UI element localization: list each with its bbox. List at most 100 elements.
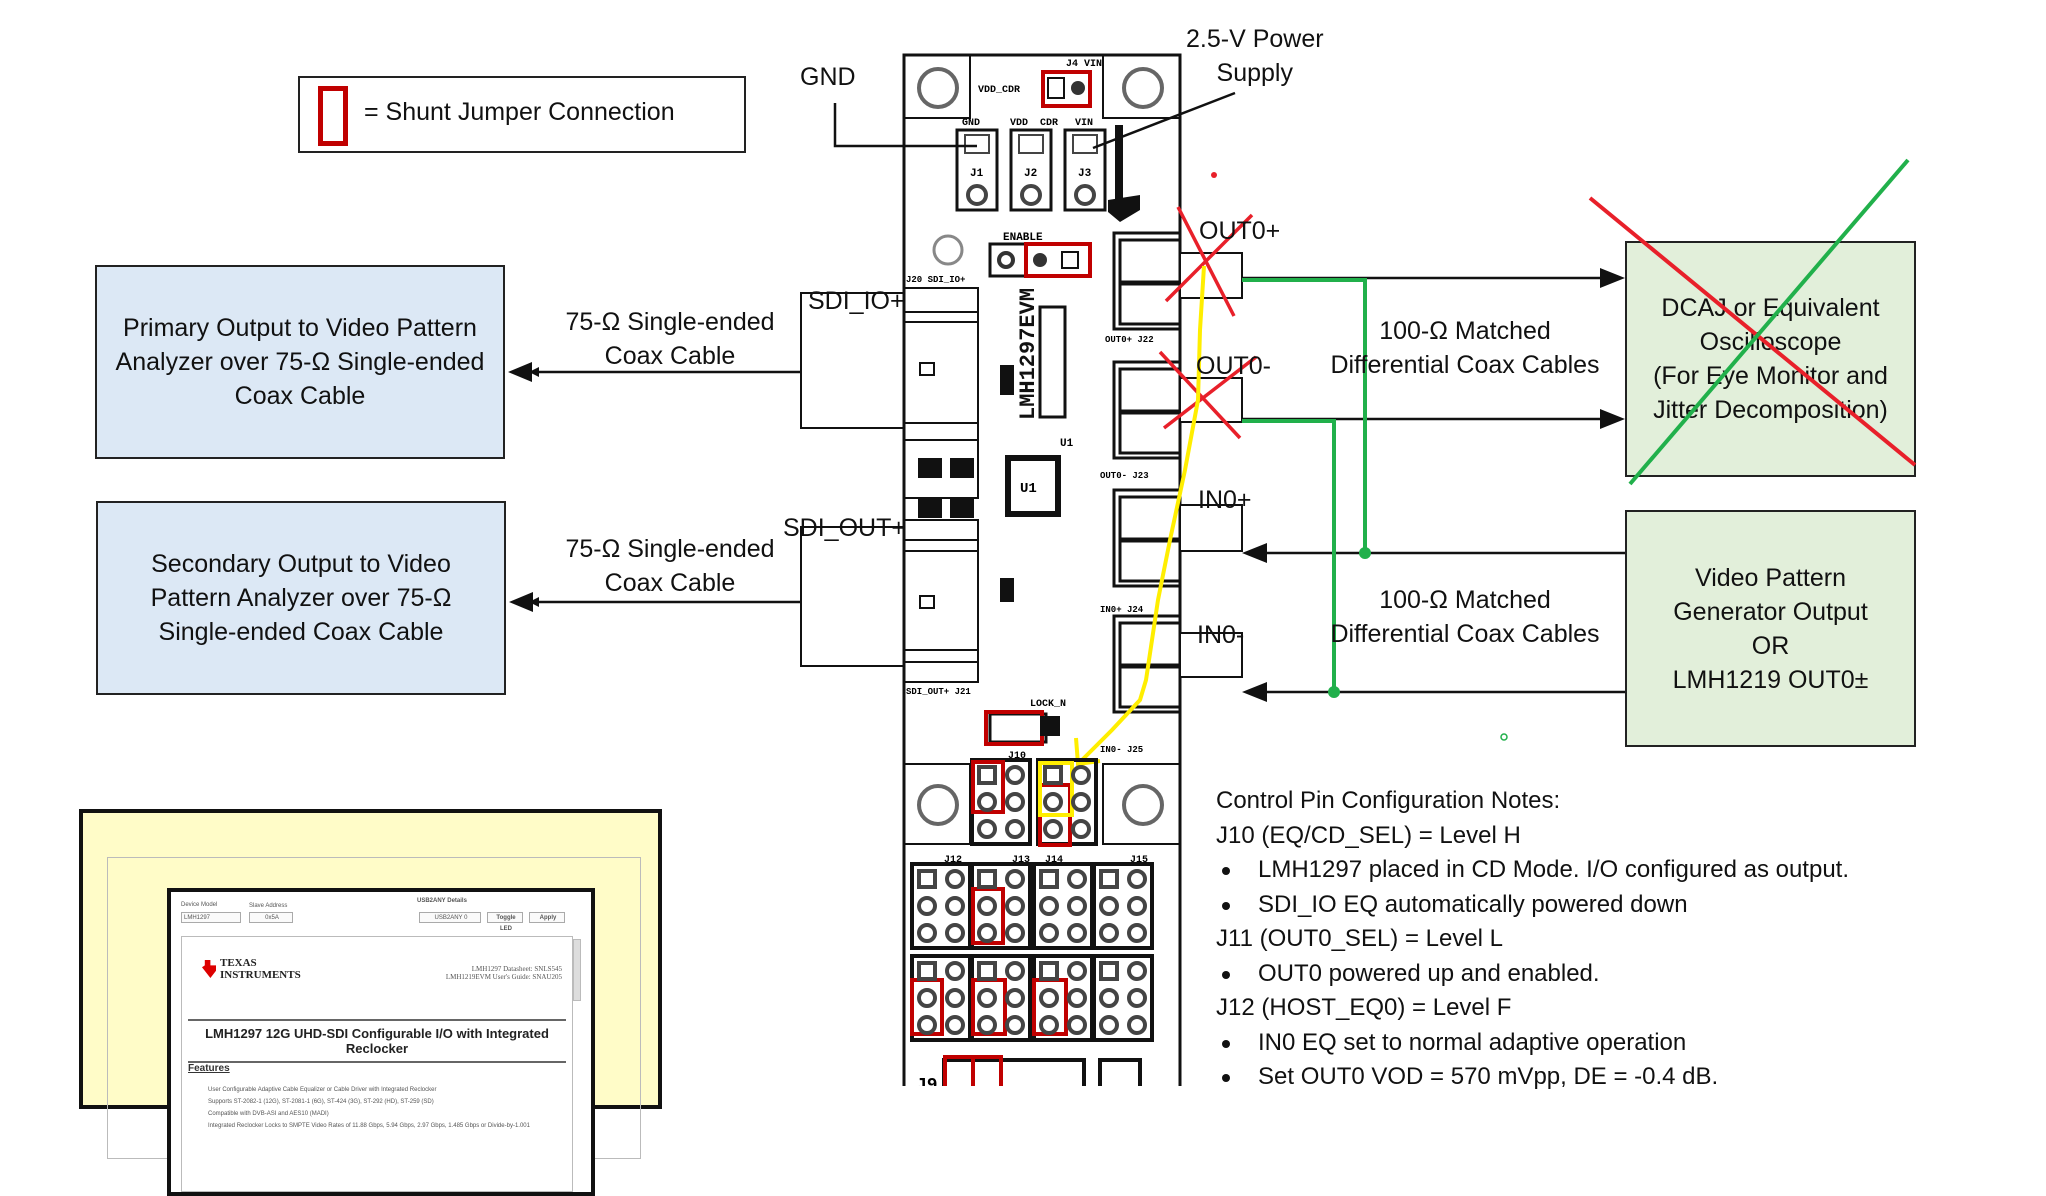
junction-dot — [1359, 547, 1371, 559]
arrowhead-in0p — [1242, 543, 1267, 563]
board-name: LMH1297EVM — [1016, 288, 1041, 420]
header-pin — [945, 869, 965, 889]
loopback-wire-n — [1242, 419, 1336, 692]
header-pin — [1099, 1015, 1119, 1035]
gui-title: LMH1297 12G UHD-SDI Configurable I/O wit… — [188, 1019, 566, 1063]
ic-outline — [1038, 305, 1067, 419]
header-pin — [1043, 792, 1063, 812]
legend-box: = Shunt Jumper Connection — [298, 76, 746, 153]
arrowhead-primary — [508, 362, 532, 382]
diff-cable-label-top: 100-Ω Matched Differential Coax Cables — [1330, 317, 1600, 379]
power-supply-label: 2.5-V Power Supply — [1186, 25, 1324, 87]
silk-j10: J10 — [1008, 751, 1026, 762]
silk-j9: J9 — [916, 1076, 938, 1086]
coax-label-top: 75-Ω Single-ended Coax Cable — [565, 308, 775, 370]
arrowhead-secondary — [509, 592, 533, 612]
silk-lock: LOCK_N — [1030, 699, 1066, 710]
header-pin — [1071, 819, 1091, 839]
header-pin — [917, 988, 937, 1008]
header-pin — [1039, 988, 1059, 1008]
users-guide-ref: LMH1219EVM User's Guide: SNAU205 — [445, 973, 562, 981]
header-pin — [1071, 765, 1091, 785]
power-leader — [1092, 91, 1236, 150]
arrowhead-in0n — [1242, 682, 1267, 702]
header-pin — [1099, 896, 1119, 916]
diff-cable-label-bottom: 100-Ω Matched Differential Coax Cables — [1330, 586, 1600, 648]
header-pin — [1005, 869, 1025, 889]
pin — [1071, 81, 1085, 95]
arrowhead-out0n — [1600, 409, 1625, 429]
toggle-led-button[interactable]: Toggle LED — [487, 912, 523, 932]
j11-highlight — [1038, 761, 1074, 817]
gui-toolbar: Device Model LMH1297 Slave Address 0x5A … — [179, 898, 583, 932]
header-pin — [1043, 765, 1063, 785]
header-pin — [1127, 961, 1147, 981]
slave-address-select[interactable]: 0x5A — [249, 912, 293, 923]
silk-j12: J12 — [944, 855, 962, 866]
feature-item: Supports ST-2082-1 (12G), ST-2081-1 (6G)… — [208, 1099, 434, 1105]
header-pin — [1067, 1015, 1087, 1035]
usb-select[interactable]: USB2ANY 0 — [419, 912, 481, 923]
feature-item: Integrated Reclocker Locks to SMPTE Vide… — [208, 1123, 530, 1129]
header-pin — [1005, 923, 1025, 943]
strike-green-line — [1628, 158, 1910, 486]
in0n-connector — [1179, 632, 1243, 678]
out0p-label: OUT0+ — [1199, 217, 1281, 245]
header-pin — [977, 896, 997, 916]
header-pin — [945, 988, 965, 1008]
header-pin — [917, 961, 937, 981]
in0n-label: IN0- — [1197, 621, 1245, 649]
slave-address-label: Slave Address — [249, 903, 288, 909]
pin — [1033, 253, 1047, 267]
header-pin — [1039, 869, 1059, 889]
in0p-label: IN0+ — [1198, 486, 1252, 514]
scrollbar[interactable] — [573, 939, 581, 1001]
apply-button[interactable]: Apply — [529, 912, 565, 923]
sdi-io-label: SDI_IO+ — [808, 287, 905, 315]
note-bullet: SDI_IO EQ automatically powered down — [1216, 888, 1849, 923]
header-pin — [1127, 923, 1147, 943]
oscilloscope-box: DCAJ or Equivalent Oscilloscope (For Eye… — [1625, 241, 1916, 477]
primary-output-box: Primary Output to Video Pattern Analyzer… — [95, 265, 505, 459]
header-pin — [1005, 819, 1025, 839]
mount-hole-icon — [1122, 784, 1164, 826]
header-pin — [945, 961, 965, 981]
mount-pad-br — [1102, 763, 1181, 845]
stray-dot — [1500, 733, 1508, 741]
gnd-label: GND — [800, 63, 856, 91]
wiring-diagram: LMH1297EVM VDD_CDR J4 VIN GND VDD CDR VI… — [508, 53, 1917, 1086]
ti-logo-icon — [202, 960, 216, 978]
feature-item: Compatible with DVB-ASI and AES10 (MADI) — [208, 1111, 329, 1117]
sdi-board-connectors — [903, 287, 979, 683]
silk-j1: J1 — [970, 168, 984, 180]
header-pin — [1127, 896, 1147, 916]
header-pin — [1039, 961, 1059, 981]
header-pin — [1039, 1015, 1059, 1035]
out0n-label: OUT0- — [1196, 352, 1271, 380]
led — [1040, 716, 1060, 736]
note-bullet: OUT0 powered up and enabled. — [1216, 957, 1849, 992]
mount-hole-icon — [917, 784, 959, 826]
header-pin — [1067, 869, 1087, 889]
mount-hole-icon — [917, 67, 959, 109]
component — [1000, 578, 1014, 602]
note-bullet: IN0 EQ set to normal adaptive operation — [1216, 1026, 1849, 1061]
silk-in0n: IN0- J25 — [1100, 745, 1143, 755]
silk-u1: U1 — [1060, 438, 1074, 450]
silk-out0p: OUT0+ J22 — [1105, 335, 1154, 345]
doc-refs: LMH1297 Datasheet: SNLS545 LMH1219EVM Us… — [446, 965, 562, 981]
silk-j14: J14 — [1045, 855, 1063, 866]
header-pin — [1005, 1015, 1025, 1035]
legend-text: = Shunt Jumper Connection — [364, 98, 675, 126]
silk-j3: J3 — [1078, 168, 1092, 180]
header-pin — [917, 923, 937, 943]
device-model-select[interactable]: LMH1297 — [181, 912, 241, 923]
header-pin — [945, 923, 965, 943]
header-pin — [917, 1015, 937, 1035]
header-pin — [1005, 896, 1025, 916]
ti-brand: TEXAS INSTRUMENTS — [220, 957, 301, 981]
header-pin — [917, 896, 937, 916]
component — [950, 458, 974, 478]
header-pin — [1067, 961, 1087, 981]
j9-jumper-2 — [971, 1055, 1003, 1086]
